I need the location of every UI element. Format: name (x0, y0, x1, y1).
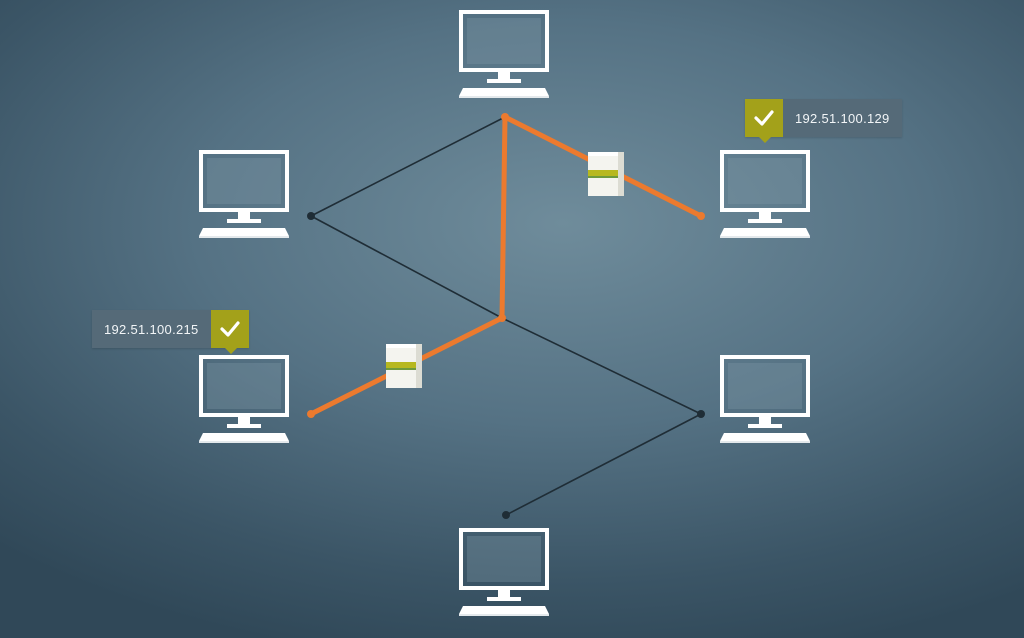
active-links (308, 114, 704, 417)
node-upper-right (697, 212, 705, 220)
link-lower-right-bottom (505, 413, 702, 516)
link-upper-left-hub (310, 215, 503, 319)
computer-lower-right (718, 355, 812, 445)
node-lower-left (307, 410, 315, 418)
computer-upper-right (718, 150, 812, 240)
computer-top (457, 10, 551, 100)
packet-lower (386, 344, 422, 388)
active-link-top-hub (499, 114, 508, 321)
node-upper-left (307, 212, 315, 220)
node-lower-right (697, 410, 705, 418)
checkmark-icon (745, 99, 783, 143)
ip-badge-upper-right: 192.51.100.129 (745, 99, 902, 143)
node-top (501, 113, 509, 121)
link-hub-lower-right (501, 317, 702, 415)
computer-lower-left (197, 355, 291, 445)
ip-address-label: 192.51.100.129 (795, 110, 890, 126)
node-hub (498, 314, 506, 322)
computer-upper-left (197, 150, 291, 240)
ip-address-label: 192.51.100.215 (104, 321, 199, 337)
packet-upper (588, 152, 624, 196)
link-top-upper-left (310, 116, 506, 217)
idle-links (310, 116, 702, 516)
computer-bottom (457, 528, 551, 618)
node-bottom (502, 511, 510, 519)
link-nodes (307, 113, 705, 519)
checkmark-icon (210, 310, 249, 354)
ip-badge-lower-left: 192.51.100.215 (92, 310, 249, 354)
